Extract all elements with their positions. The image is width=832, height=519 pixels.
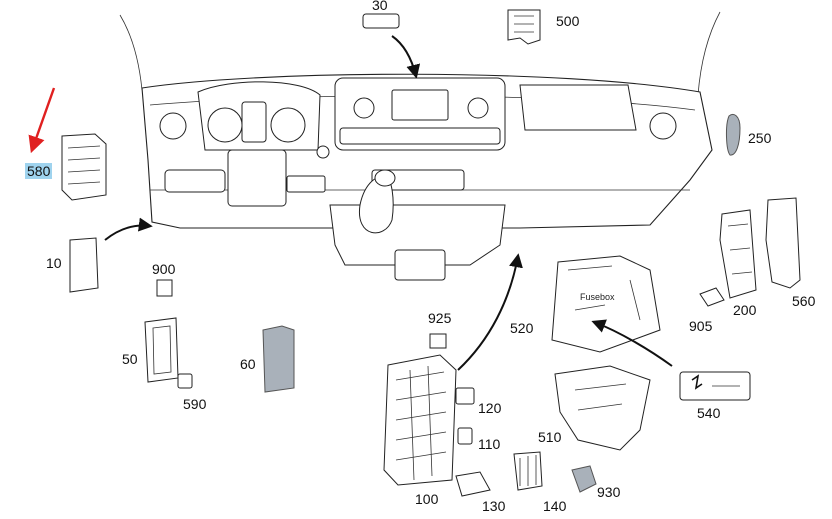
pointer-arrow — [28, 87, 56, 154]
part-200 — [719, 209, 757, 299]
part-540-label — [679, 371, 751, 401]
part-50 — [144, 317, 179, 383]
part-250 — [726, 114, 741, 156]
part-110 — [457, 427, 473, 445]
part-100 — [383, 354, 457, 486]
part-60 — [262, 325, 295, 393]
label-250: 250 — [748, 130, 772, 146]
label-30: 30 — [372, 0, 388, 13]
arrow-100 — [457, 253, 523, 371]
label-900: 900 — [152, 261, 176, 277]
part-590 — [177, 373, 193, 389]
part-520-fusebox: Fusebox — [551, 255, 661, 353]
label-930: 930 — [597, 484, 621, 500]
part-510 — [554, 365, 651, 451]
arrow-540 — [591, 319, 673, 367]
label-130: 130 — [482, 498, 506, 514]
label-925: 925 — [428, 310, 452, 326]
label-520: 520 — [510, 320, 534, 336]
label-120: 120 — [478, 400, 502, 416]
part-580 — [61, 133, 107, 201]
part-10 — [69, 237, 99, 293]
arrow-10 — [104, 217, 153, 241]
label-905: 905 — [689, 318, 713, 334]
part-900 — [156, 279, 173, 297]
label-590: 590 — [183, 396, 207, 412]
part-905 — [699, 287, 725, 307]
part-500 — [507, 9, 541, 45]
dashboard — [119, 11, 721, 281]
part-930 — [571, 465, 597, 493]
label-10: 10 — [46, 255, 62, 271]
label-110: 110 — [478, 436, 501, 452]
label-100: 100 — [415, 491, 439, 507]
label-540: 540 — [697, 405, 721, 421]
label-510: 510 — [538, 429, 562, 445]
part-560 — [765, 197, 801, 289]
part-120 — [455, 387, 475, 405]
label-500: 500 — [556, 13, 580, 29]
label-560: 560 — [792, 293, 816, 309]
label-200: 200 — [733, 302, 757, 318]
part-925 — [429, 333, 447, 349]
arrow-30 — [391, 35, 421, 79]
part-30 — [362, 13, 400, 29]
part-130 — [455, 471, 491, 497]
label-140: 140 — [543, 498, 567, 514]
fusebox-text: Fusebox — [580, 292, 615, 302]
label-580: 580 — [25, 163, 53, 179]
label-50: 50 — [122, 351, 138, 367]
label-60: 60 — [240, 356, 256, 372]
